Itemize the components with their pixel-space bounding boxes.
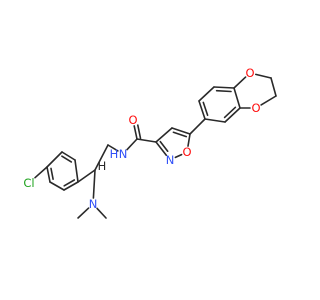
bond-single — [187, 133, 191, 147]
bond-single — [34, 166, 48, 179]
bond-double-primary — [155, 141, 168, 157]
bond-single — [107, 144, 119, 152]
bond-double-primary — [213, 86, 235, 89]
bond-double-primary — [171, 127, 191, 135]
bond-double-primary — [224, 107, 241, 123]
bond-single — [74, 159, 79, 183]
bond-single — [255, 73, 272, 79]
bond-single — [189, 118, 206, 135]
bond-layer — [34, 73, 277, 219]
bond-double-primary — [63, 181, 79, 191]
bond-single — [204, 118, 226, 123]
bond-double-secondary — [172, 131, 188, 138]
bond-single — [77, 169, 96, 183]
bond-single — [270, 77, 277, 97]
bond-single — [198, 86, 215, 102]
bond-double-primary — [133, 125, 138, 140]
isoxazole-oxygen-label: O — [182, 145, 191, 159]
bond-single — [96, 207, 107, 219]
bond-single — [174, 153, 183, 159]
bond-single — [155, 127, 173, 143]
bond-single — [46, 151, 63, 168]
amide-nitrogen-label: N — [119, 147, 128, 161]
diagram-background — [0, 0, 300, 300]
bond-single — [94, 144, 109, 171]
chlorine-atom-label: Cl — [23, 176, 34, 190]
bond-double-secondary — [63, 179, 76, 187]
dioxane-oxygen-bottom-label: O — [251, 101, 260, 115]
bond-double-primary — [198, 100, 206, 120]
bond-single — [233, 87, 241, 109]
bond-single — [233, 76, 247, 89]
bond-double-secondary — [61, 155, 73, 163]
bond-single — [260, 95, 277, 106]
isoxazole-nitrogen-label: N — [166, 153, 175, 167]
amide-hydrogen-label: H — [110, 147, 119, 161]
carbonyl-oxygen-label: O — [128, 113, 137, 127]
bond-double-primary — [46, 166, 51, 183]
bond-single — [49, 181, 65, 191]
bond-double-secondary — [223, 106, 237, 119]
bond-double-primary — [61, 151, 76, 161]
stereocenter-hydrogen-label: H — [98, 159, 107, 173]
bond-single — [136, 138, 157, 143]
dioxane-oxygen-top-label: O — [245, 66, 254, 80]
bond-single — [77, 207, 90, 219]
bond-single — [92, 169, 96, 199]
dimethylamine-nitrogen-label: N — [89, 197, 98, 211]
bond-double-secondary — [202, 101, 209, 117]
bond-double-secondary — [137, 124, 142, 140]
bond-double-secondary — [159, 140, 169, 152]
bond-single — [126, 138, 138, 151]
bond-double-secondary — [215, 89, 232, 93]
bond-double-secondary — [50, 167, 54, 180]
